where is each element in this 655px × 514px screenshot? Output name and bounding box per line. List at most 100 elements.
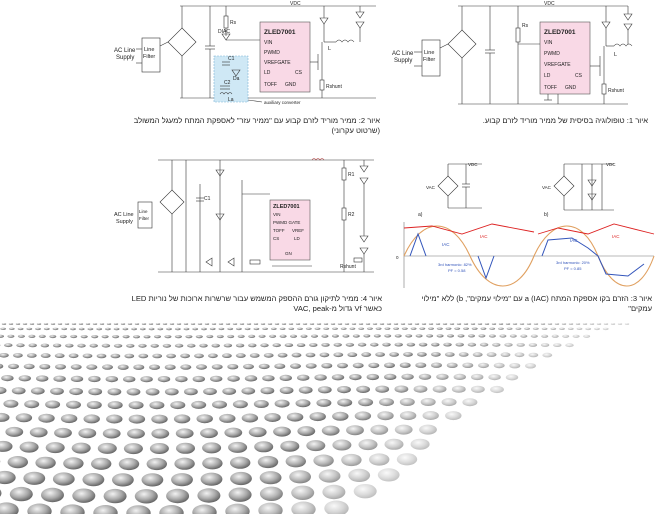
chip-name: ZLED7001 bbox=[264, 29, 296, 36]
decorative-dot bbox=[323, 323, 329, 325]
auxiliary-converter-box bbox=[213, 55, 249, 103]
decorative-dot bbox=[540, 323, 546, 325]
rshunt-resistor bbox=[601, 83, 607, 95]
decorative-dot bbox=[576, 327, 583, 330]
decorative-dot bbox=[216, 334, 224, 339]
decorative-dot bbox=[500, 352, 511, 357]
led-3 bbox=[359, 235, 369, 243]
decorative-dot bbox=[126, 505, 151, 514]
vac-wave-a bbox=[403, 225, 535, 287]
decorative-dot bbox=[274, 323, 280, 325]
decorative-dot bbox=[138, 343, 147, 348]
decorative-dot bbox=[197, 488, 221, 503]
decorative-dot bbox=[498, 323, 504, 325]
decorative-dot bbox=[520, 334, 528, 338]
decorative-dot bbox=[50, 387, 64, 395]
decorative-dot bbox=[415, 334, 423, 338]
decorative-dot bbox=[413, 385, 428, 393]
decorative-dot bbox=[498, 327, 504, 330]
decorative-dot bbox=[102, 364, 113, 370]
decorative-dot bbox=[314, 327, 321, 330]
decorative-dot bbox=[0, 470, 16, 485]
decorative-dot bbox=[419, 327, 426, 330]
decorative-dot bbox=[184, 388, 198, 396]
decorative-dot bbox=[237, 334, 245, 338]
rs-label: Rs bbox=[522, 23, 529, 29]
dc-rail-a bbox=[403, 223, 535, 235]
decorative-dot bbox=[394, 424, 413, 435]
decorative-dot bbox=[202, 457, 223, 470]
decorative-dot bbox=[370, 424, 389, 435]
decorative-dot bbox=[39, 364, 51, 370]
diode-bottom-1 bbox=[205, 257, 213, 267]
bridge-rectifier bbox=[447, 29, 477, 59]
decorative-dot bbox=[157, 327, 164, 331]
decorative-dot bbox=[351, 323, 357, 325]
decorative-dot bbox=[183, 323, 189, 325]
decorative-dot bbox=[484, 323, 490, 325]
decorative-dot bbox=[340, 327, 347, 330]
decorative-dot bbox=[419, 424, 437, 435]
decorative-dot bbox=[394, 334, 402, 338]
pin-gn: GN bbox=[285, 251, 292, 256]
decorative-dot bbox=[260, 323, 266, 325]
decorative-dot bbox=[422, 411, 439, 420]
decorative-dot bbox=[316, 323, 322, 325]
decorative-dot bbox=[176, 442, 195, 454]
decorative-dot bbox=[431, 352, 441, 357]
decorative-dot bbox=[311, 334, 318, 338]
decorative-dot bbox=[384, 334, 392, 338]
decorative-dot bbox=[124, 353, 135, 359]
harmonic-a: 3rd harmonic: 82% bbox=[438, 262, 472, 267]
freewheel-diode bbox=[319, 17, 329, 25]
decorative-dot bbox=[554, 323, 560, 325]
decorative-dot bbox=[88, 388, 103, 396]
decorative-dot bbox=[70, 375, 84, 382]
decorative-dot bbox=[123, 443, 143, 455]
decorative-dot bbox=[463, 327, 469, 330]
decorative-dot bbox=[414, 323, 420, 325]
decorative-dot bbox=[297, 374, 310, 381]
decorative-dot bbox=[375, 327, 382, 330]
decorative-dot bbox=[617, 323, 623, 325]
decorative-dot bbox=[60, 414, 78, 424]
decorative-dot bbox=[1, 323, 7, 325]
decorative-dot bbox=[227, 364, 239, 370]
figure-4-diagram: AC Line Supply Line Filter C1 ZLED7001 V… bbox=[112, 154, 384, 286]
axis-zero-a: 0 bbox=[396, 255, 399, 260]
figure-1-caption: איור 1: טופולוגיה בסיסית של ממיר מוריד ל… bbox=[482, 116, 648, 125]
decorative-dot bbox=[305, 363, 317, 369]
decorative-dot bbox=[211, 343, 220, 348]
decorative-dot bbox=[254, 441, 274, 453]
decorative-dot bbox=[4, 343, 13, 348]
decorative-dot bbox=[15, 323, 21, 325]
decorative-dot bbox=[253, 400, 269, 408]
decorative-dot bbox=[0, 440, 13, 452]
decorative-dot bbox=[342, 334, 350, 338]
decorative-dot bbox=[174, 343, 184, 348]
decorative-dot bbox=[313, 454, 334, 467]
rshunt-resistor bbox=[319, 79, 325, 91]
decorative-dot bbox=[288, 323, 294, 325]
decorative-dot bbox=[462, 362, 474, 368]
decorative-dot bbox=[550, 327, 557, 330]
la-label: La bbox=[228, 97, 234, 103]
decorative-dot bbox=[211, 323, 217, 325]
decorative-dot bbox=[38, 413, 55, 423]
decorative-dot bbox=[410, 438, 430, 450]
decorative-dot bbox=[139, 327, 146, 331]
decorative-dot bbox=[68, 353, 79, 359]
rshunt-label: Rshunt bbox=[326, 84, 342, 90]
decorative-dot bbox=[436, 373, 449, 380]
decorative-dot bbox=[8, 323, 14, 325]
bridge-rectifier bbox=[159, 189, 185, 215]
decorative-dot bbox=[333, 352, 344, 358]
decorative-dot bbox=[244, 375, 258, 382]
decorative-dot bbox=[321, 343, 330, 347]
decorative-dot bbox=[107, 401, 123, 410]
diac-symbol bbox=[221, 33, 231, 41]
decorative-dot bbox=[204, 323, 210, 325]
decorative-dot bbox=[317, 386, 332, 394]
decorative-dot bbox=[192, 327, 199, 331]
pin-vrefgate: VREFGATE bbox=[264, 60, 291, 66]
